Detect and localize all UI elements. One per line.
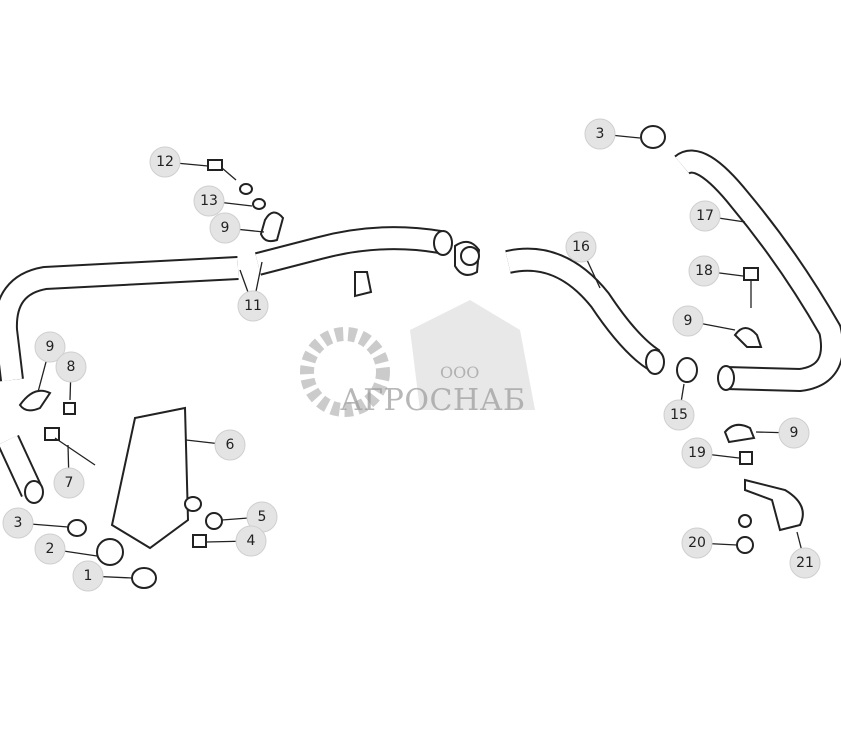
callout-13: 13 xyxy=(193,185,253,217)
callout-16: 16 xyxy=(565,231,601,289)
callout-bubble xyxy=(789,547,821,579)
callout-bubble xyxy=(663,399,695,431)
callout-bubble xyxy=(53,467,85,499)
callout-1: 1 xyxy=(72,560,133,592)
callout-6: 6 xyxy=(185,429,246,461)
watermark-prefix: ООО xyxy=(440,363,479,382)
callout-9: 9 xyxy=(34,331,66,393)
callout-11: 11 xyxy=(237,261,269,322)
callout-number: 17 xyxy=(696,208,714,224)
callout-9: 9 xyxy=(209,212,265,244)
callout-bubble xyxy=(193,185,225,217)
callout-number: 9 xyxy=(46,339,55,355)
hose-16 xyxy=(505,247,665,375)
callout-9: 9 xyxy=(672,305,736,337)
callout-8: 8 xyxy=(55,351,87,401)
callout-18: 18 xyxy=(688,255,744,287)
hardware-parts xyxy=(18,125,804,589)
callout-number: 5 xyxy=(258,509,267,525)
callout-number: 8 xyxy=(67,359,76,375)
callout-bubble xyxy=(584,118,616,150)
callout-9: 9 xyxy=(755,417,810,449)
callout-bubble xyxy=(34,533,66,565)
callout-bubble xyxy=(214,429,246,461)
callout-bubble xyxy=(2,507,34,539)
callout-number: 9 xyxy=(790,425,799,441)
watermark-name: АГРОСНАБ xyxy=(340,383,525,418)
callout-bubble xyxy=(681,527,713,559)
callout-bubble xyxy=(235,525,267,557)
callout-number: 19 xyxy=(688,445,706,461)
callout-3: 3 xyxy=(2,507,69,539)
callout-number: 20 xyxy=(688,535,706,551)
callout-15: 15 xyxy=(663,383,695,431)
callout-number: 15 xyxy=(670,407,688,423)
callout-bubble xyxy=(565,231,597,263)
callout-number: 3 xyxy=(14,515,23,531)
callout-20: 20 xyxy=(681,527,738,559)
callout-bubble xyxy=(55,351,87,383)
callout-number: 4 xyxy=(247,533,256,549)
callout-number: 2 xyxy=(46,541,55,557)
callout-number: 7 xyxy=(65,475,74,491)
callout-2: 2 xyxy=(34,533,98,565)
callout-number: 3 xyxy=(596,126,605,142)
callout-bubble xyxy=(778,417,810,449)
callout-number: 13 xyxy=(200,193,218,209)
callout-number: 6 xyxy=(226,437,235,453)
callout-12: 12 xyxy=(149,146,209,178)
hose-17 xyxy=(674,149,841,392)
callout-number: 16 xyxy=(572,239,590,255)
callout-number: 9 xyxy=(221,220,230,236)
callout-number: 9 xyxy=(684,313,693,329)
left-pipe-11 xyxy=(0,226,453,504)
callout-5: 5 xyxy=(221,501,278,533)
callout-19: 19 xyxy=(681,437,740,469)
callout-21: 21 xyxy=(789,531,821,579)
callout-3: 3 xyxy=(584,118,641,150)
callout-number: 12 xyxy=(156,154,174,170)
callout-7: 7 xyxy=(53,444,85,499)
callout-bubble xyxy=(209,212,241,244)
agrosnab-logo-watermark: ООО АГРОСНАБ xyxy=(300,300,535,418)
callout-bubble xyxy=(689,200,721,232)
callout-bubble xyxy=(34,331,66,363)
callout-number: 11 xyxy=(244,298,262,314)
callout-17: 17 xyxy=(689,200,746,232)
callout-number: 18 xyxy=(695,263,713,279)
callout-number: 21 xyxy=(796,555,814,571)
callout-bubble xyxy=(681,437,713,469)
callout-bubble xyxy=(72,560,104,592)
callout-bubble xyxy=(688,255,720,287)
callout-bubble xyxy=(149,146,181,178)
callout-bubble xyxy=(672,305,704,337)
callout-number: 1 xyxy=(84,568,93,584)
callout-4: 4 xyxy=(205,525,267,557)
callout-bubble xyxy=(237,290,269,322)
